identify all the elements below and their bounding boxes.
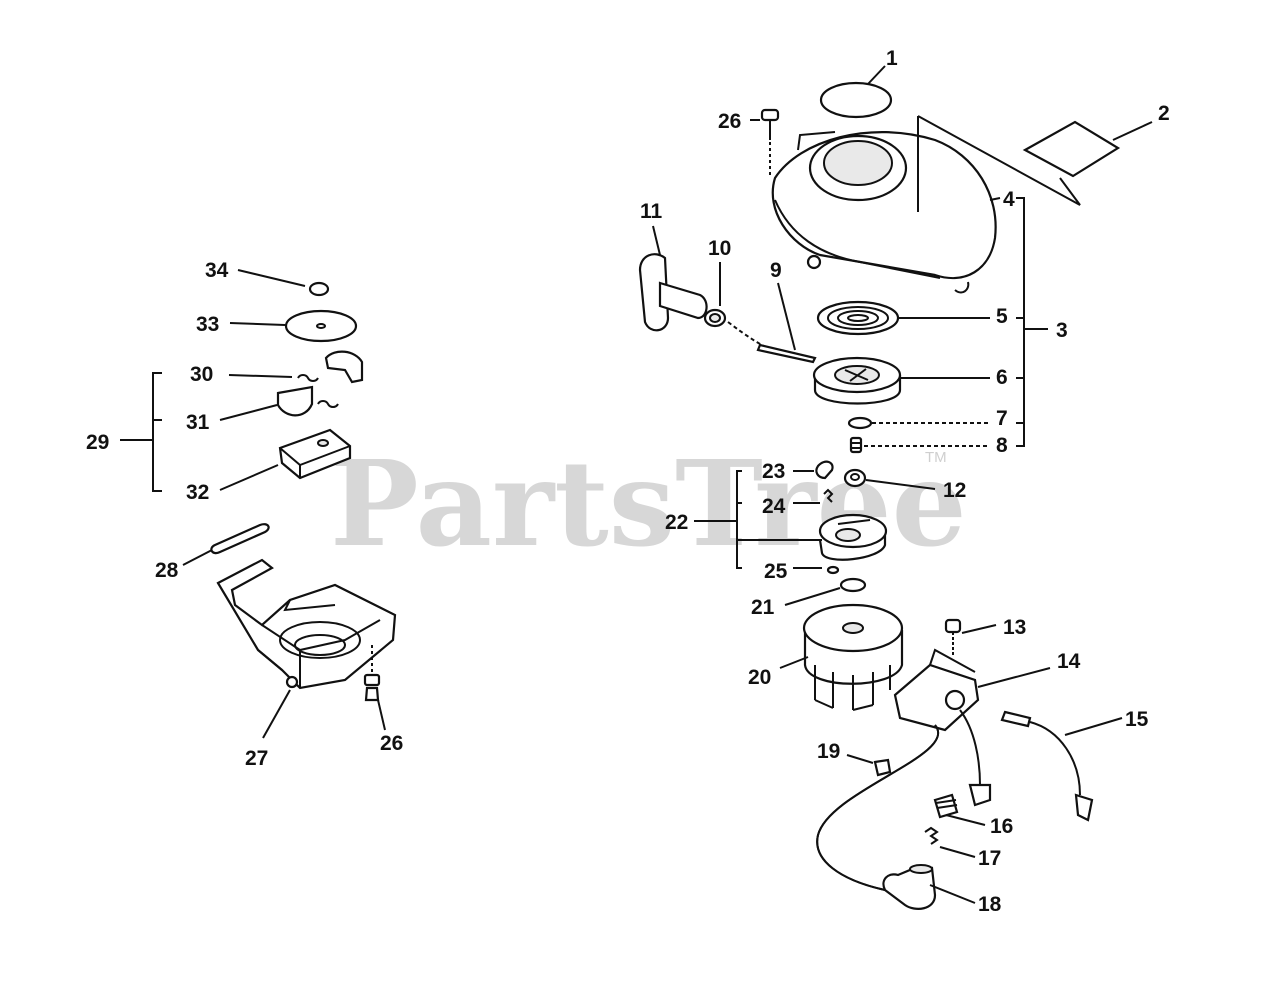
callout-19: 19 [817,740,840,763]
part-31-shoe [276,385,314,417]
callout-12: 12 [943,479,966,502]
callout-6: 6 [996,366,1008,389]
callout-33: 33 [196,313,219,336]
callout-18: 18 [978,893,1002,916]
callout-14: 14 [1057,650,1081,673]
part-34-nut [308,281,330,297]
part-26-screw-top [760,108,780,175]
watermark-trademark: TM [925,449,947,466]
callout-3: 3 [1056,319,1068,342]
callout-4: 4 [1003,188,1015,211]
part-22-pulley-hub [818,513,888,561]
part-23-pawl [815,460,834,480]
callout-30: 30 [190,363,213,386]
callout-9: 9 [770,259,782,282]
part-19-clip [873,758,892,777]
callout-29: 29 [86,431,109,454]
part-24-spring [823,488,834,503]
callout-24: 24 [762,495,786,518]
part-28-gasket [210,523,270,555]
callout-8: 8 [996,434,1008,457]
callout-32: 32 [186,481,209,504]
callout-17: 17 [978,847,1001,870]
part-17-spring [924,826,939,845]
part-27-base [216,558,397,690]
part-2-label [1022,120,1121,178]
part-8-screw [849,436,863,454]
part-32-pad [278,428,352,480]
callout-31: 31 [186,411,210,434]
callout-7: 7 [996,407,1008,430]
part-1-ring [819,81,893,119]
callout-5: 5 [996,305,1008,328]
callout-10: 10 [708,237,731,260]
part-12-nut [843,468,867,488]
part-9-rope [727,321,817,364]
part-30-shoe-springs [297,350,364,408]
callout-1: 1 [886,47,898,70]
callout-2: 2 [1158,102,1170,125]
part-5-spring [816,300,900,336]
callout-26-top: 26 [718,110,741,133]
callout-22: 22 [665,511,688,534]
part-21-washer [839,577,867,593]
part-25-washer [826,565,840,575]
part-15-stop-wire [1000,710,1094,822]
callout-15: 15 [1125,708,1149,731]
part-33-plate [284,309,358,343]
callout-34: 34 [205,259,229,282]
callout-27: 27 [245,747,268,770]
part-20-flywheel [802,603,904,711]
callout-labels: 1 2 3 4 5 6 7 8 9 10 11 12 13 14 15 16 1… [86,47,1170,916]
callout-21: 21 [751,596,775,619]
part-10-rope-insert [703,308,727,328]
part-13-screw [944,618,962,655]
callout-26-bottom: 26 [380,732,403,755]
callout-16: 16 [990,815,1013,838]
part-6-reel [812,356,902,405]
callout-20: 20 [748,666,771,689]
part-11-handle [638,253,708,332]
callout-23: 23 [762,460,785,483]
callout-28: 28 [155,559,179,582]
part-14-ignition-coil [816,648,992,891]
callout-13: 13 [1003,616,1026,639]
callout-25: 25 [764,560,788,583]
callout-11: 11 [640,200,663,223]
part-7-washer [847,416,873,430]
part-16-terminal [933,793,959,819]
part-4-starter-housing [771,116,997,294]
part-18-plug-cap [882,864,937,910]
